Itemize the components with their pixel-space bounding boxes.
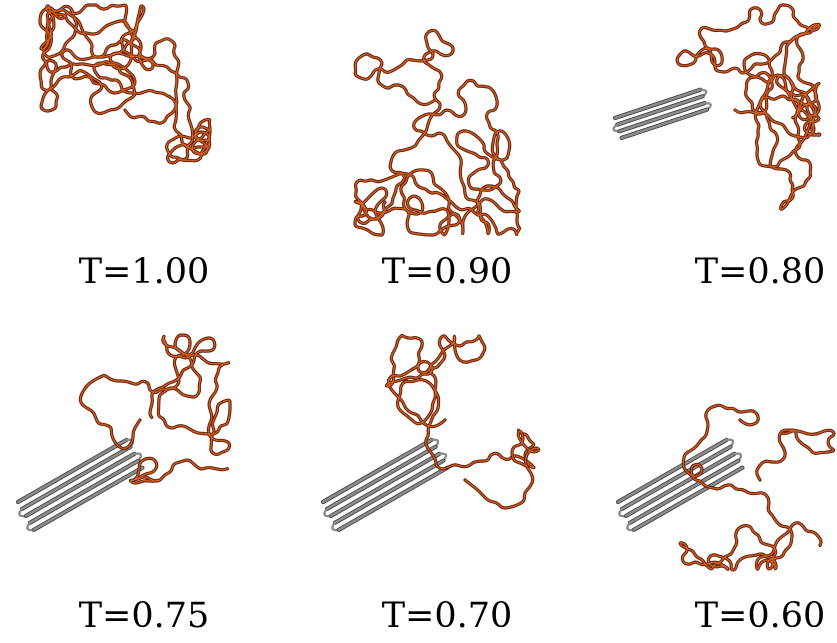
beta-strand-fill: [620, 445, 732, 511]
beta-strand-fill: [333, 459, 445, 525]
structure-panel-t075: [10, 330, 240, 570]
backbone-coil-highlight: [354, 30, 520, 236]
protein-structure: [612, 3, 822, 211]
backbone-coil-highlight: [676, 4, 821, 210]
c-terminal-tail-highlight: [464, 431, 539, 509]
protein-structure: [320, 333, 541, 532]
beta-strand-fill: [337, 466, 449, 532]
protein-structure: [38, 3, 212, 165]
beta-strand-fill: [20, 445, 132, 511]
panel-label: T=1.00: [78, 252, 210, 292]
beta-strand-fill: [628, 459, 740, 525]
panel-label: T=0.75: [78, 596, 210, 636]
c-terminal-tail: [755, 428, 836, 482]
backbone-coil-highlight: [679, 405, 822, 571]
backbone-coil: [78, 333, 232, 457]
beta-strand-fill: [620, 108, 709, 140]
structure-panel-t080: [605, 0, 830, 230]
structure-panel-t100: [25, 0, 225, 230]
beta-strand-fill: [325, 445, 437, 511]
backbone-coil-highlight: [80, 334, 231, 455]
panel-label: T=0.80: [694, 252, 826, 292]
beta-strand-fill: [615, 95, 704, 126]
beta-strand-fill: [28, 459, 140, 525]
panel-label: T=0.60: [694, 596, 826, 636]
structure-panel-t090: [340, 0, 540, 237]
backbone-coil-core: [39, 4, 211, 164]
protein-structure: [15, 333, 232, 532]
panel-label: T=0.90: [381, 252, 513, 292]
beta-strand-fill: [632, 466, 744, 532]
panel-label: T=0.70: [381, 596, 513, 636]
c-terminal-tail-highlight: [756, 429, 835, 481]
beta-strand-fill: [321, 438, 433, 504]
backbone-coil-core: [79, 334, 231, 456]
c-terminal-tail-core: [464, 430, 540, 509]
structure-panel-t070: [315, 330, 545, 570]
c-terminal-tail-highlight: [130, 458, 228, 484]
backbone-coil-highlight: [386, 335, 535, 470]
beta-strand-fill: [32, 466, 144, 532]
backbone-coil: [38, 3, 212, 165]
beta-strand-fill: [329, 452, 441, 518]
structure-panel-t060: [610, 330, 836, 575]
beta-strand-fill: [616, 438, 728, 504]
beta-strand-fill: [24, 452, 136, 518]
protein-structure: [615, 403, 836, 572]
backbone-coil-highlight: [39, 4, 211, 164]
beta-strand-fill: [624, 452, 736, 518]
beta-strand-fill: [16, 438, 128, 504]
protein-structure: [353, 28, 522, 237]
beta-strand-fill: [613, 88, 702, 120]
beta-strand-fill: [618, 101, 707, 133]
